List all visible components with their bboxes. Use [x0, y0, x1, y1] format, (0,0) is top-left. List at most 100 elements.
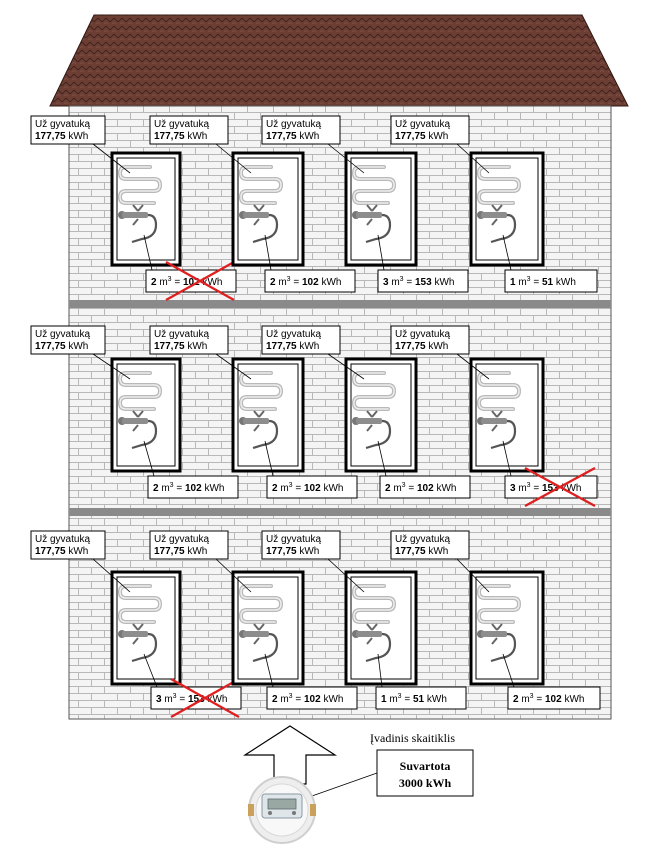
heater-kwh-unit: kWh — [297, 341, 320, 352]
faucet-icon — [118, 623, 158, 663]
energy-meter-icon — [248, 776, 316, 844]
water-volume: 2 — [272, 694, 278, 705]
consumption-label: 1 m3 = 51 kWh — [510, 276, 576, 288]
consumption-label-box — [504, 475, 598, 499]
heater-label-value: 177,75 kWh — [35, 341, 88, 352]
unit-m: m — [391, 483, 402, 494]
consumption-label: 2 m3 = 102 kWh — [385, 482, 456, 494]
water-volume: 3 — [156, 694, 162, 705]
consumption-label: 2 m3 = 102 kWh — [272, 693, 343, 705]
consumption-label-box — [264, 269, 356, 293]
crossed-out-mark — [165, 260, 235, 302]
faucet-icon — [477, 204, 517, 244]
heater-label-line1: Už gyvatuką — [266, 329, 321, 340]
heater-label-line1: Už gyvatuką — [395, 329, 450, 340]
heater-kwh-value: 177,75 — [35, 341, 66, 352]
water-volume: 3 — [510, 483, 516, 494]
faucet-icon — [118, 204, 158, 244]
equals-sign: = — [172, 277, 183, 288]
crossed-out-mark — [170, 677, 240, 719]
roof — [49, 14, 629, 107]
heater-kwh-value: 177,75 — [35, 131, 66, 142]
towel-heater-icon — [476, 165, 522, 205]
consumption-label-box — [145, 269, 237, 293]
water-volume: 2 — [151, 277, 157, 288]
heater-kwh-unit: kWh — [185, 341, 208, 352]
unit-m: m — [516, 483, 527, 494]
towel-heater-icon — [351, 584, 397, 624]
consumption-label: 2 m3 = 102 kWh — [272, 482, 343, 494]
equals-sign: = — [534, 694, 545, 705]
energy-value: 102 — [304, 483, 321, 494]
heater-label-value: 177,75 kWh — [154, 341, 207, 352]
energy-unit: kWh — [432, 277, 455, 288]
heater-label-line1: Už gyvatuką — [395, 119, 450, 130]
heater-kwh-value: 177,75 — [395, 131, 426, 142]
heater-label-value: 177,75 kWh — [266, 546, 319, 557]
faucet-icon — [239, 623, 279, 663]
energy-value: 102 — [304, 694, 321, 705]
heater-kwh-value: 177,75 — [395, 546, 426, 557]
heater-label-line1: Už gyvatuką — [395, 534, 450, 545]
energy-unit: kWh — [553, 277, 576, 288]
energy-unit: kWh — [319, 277, 342, 288]
energy-unit: kWh — [562, 694, 585, 705]
faucet-icon — [352, 204, 392, 244]
towel-heater-icon — [351, 371, 397, 411]
consumption-label-box — [266, 475, 358, 499]
energy-unit: kWh — [205, 694, 228, 705]
towel-heater-icon — [117, 165, 163, 205]
towel-heater-icon — [238, 371, 284, 411]
water-volume: 1 — [381, 694, 387, 705]
heater-label-box — [261, 115, 341, 145]
unit-m: m — [389, 277, 400, 288]
energy-value: 102 — [417, 483, 434, 494]
unit-m: m — [278, 694, 289, 705]
heater-kwh-unit: kWh — [426, 131, 449, 142]
unit-cubed: 3 — [527, 482, 531, 489]
heater-label-value: 177,75 kWh — [35, 131, 88, 142]
unit-cubed: 3 — [398, 693, 402, 700]
water-volume: 2 — [385, 483, 391, 494]
heater-label-box — [390, 530, 470, 560]
consumption-label: 3 m3 = 153 kWh — [510, 482, 581, 494]
faucet-icon — [118, 410, 158, 450]
water-volume: 2 — [513, 694, 519, 705]
energy-unit: kWh — [559, 483, 582, 494]
consumption-label: 2 m3 = 102 kWh — [513, 693, 584, 705]
energy-value: 102 — [545, 694, 562, 705]
consumption-label: 3 m3 = 153 kWh — [383, 276, 454, 288]
heater-label-box — [30, 325, 106, 355]
heater-kwh-unit: kWh — [297, 546, 320, 557]
heater-label-box — [30, 115, 106, 145]
equals-sign: = — [293, 694, 304, 705]
unit-cubed: 3 — [170, 482, 174, 489]
heater-kwh-value: 177,75 — [35, 546, 66, 557]
consumption-label-box — [507, 686, 601, 710]
floor-separator — [69, 508, 611, 516]
faucet-icon — [352, 410, 392, 450]
water-volume: 1 — [510, 277, 516, 288]
supply-arrow — [242, 725, 338, 785]
heater-label-value: 177,75 kWh — [395, 131, 448, 142]
energy-value: 102 — [183, 277, 200, 288]
unit-m: m — [159, 483, 170, 494]
heater-kwh-unit: kWh — [297, 131, 320, 142]
unit-m: m — [278, 483, 289, 494]
unit-cubed: 3 — [289, 693, 293, 700]
unit-cubed: 3 — [400, 276, 404, 283]
faucet-icon — [239, 204, 279, 244]
heater-kwh-value: 177,75 — [395, 341, 426, 352]
consumption-label: 2 m3 = 102 kWh — [151, 276, 222, 288]
heater-kwh-unit: kWh — [426, 341, 449, 352]
heater-label-line1: Už gyvatuką — [154, 329, 209, 340]
towel-heater-icon — [476, 584, 522, 624]
